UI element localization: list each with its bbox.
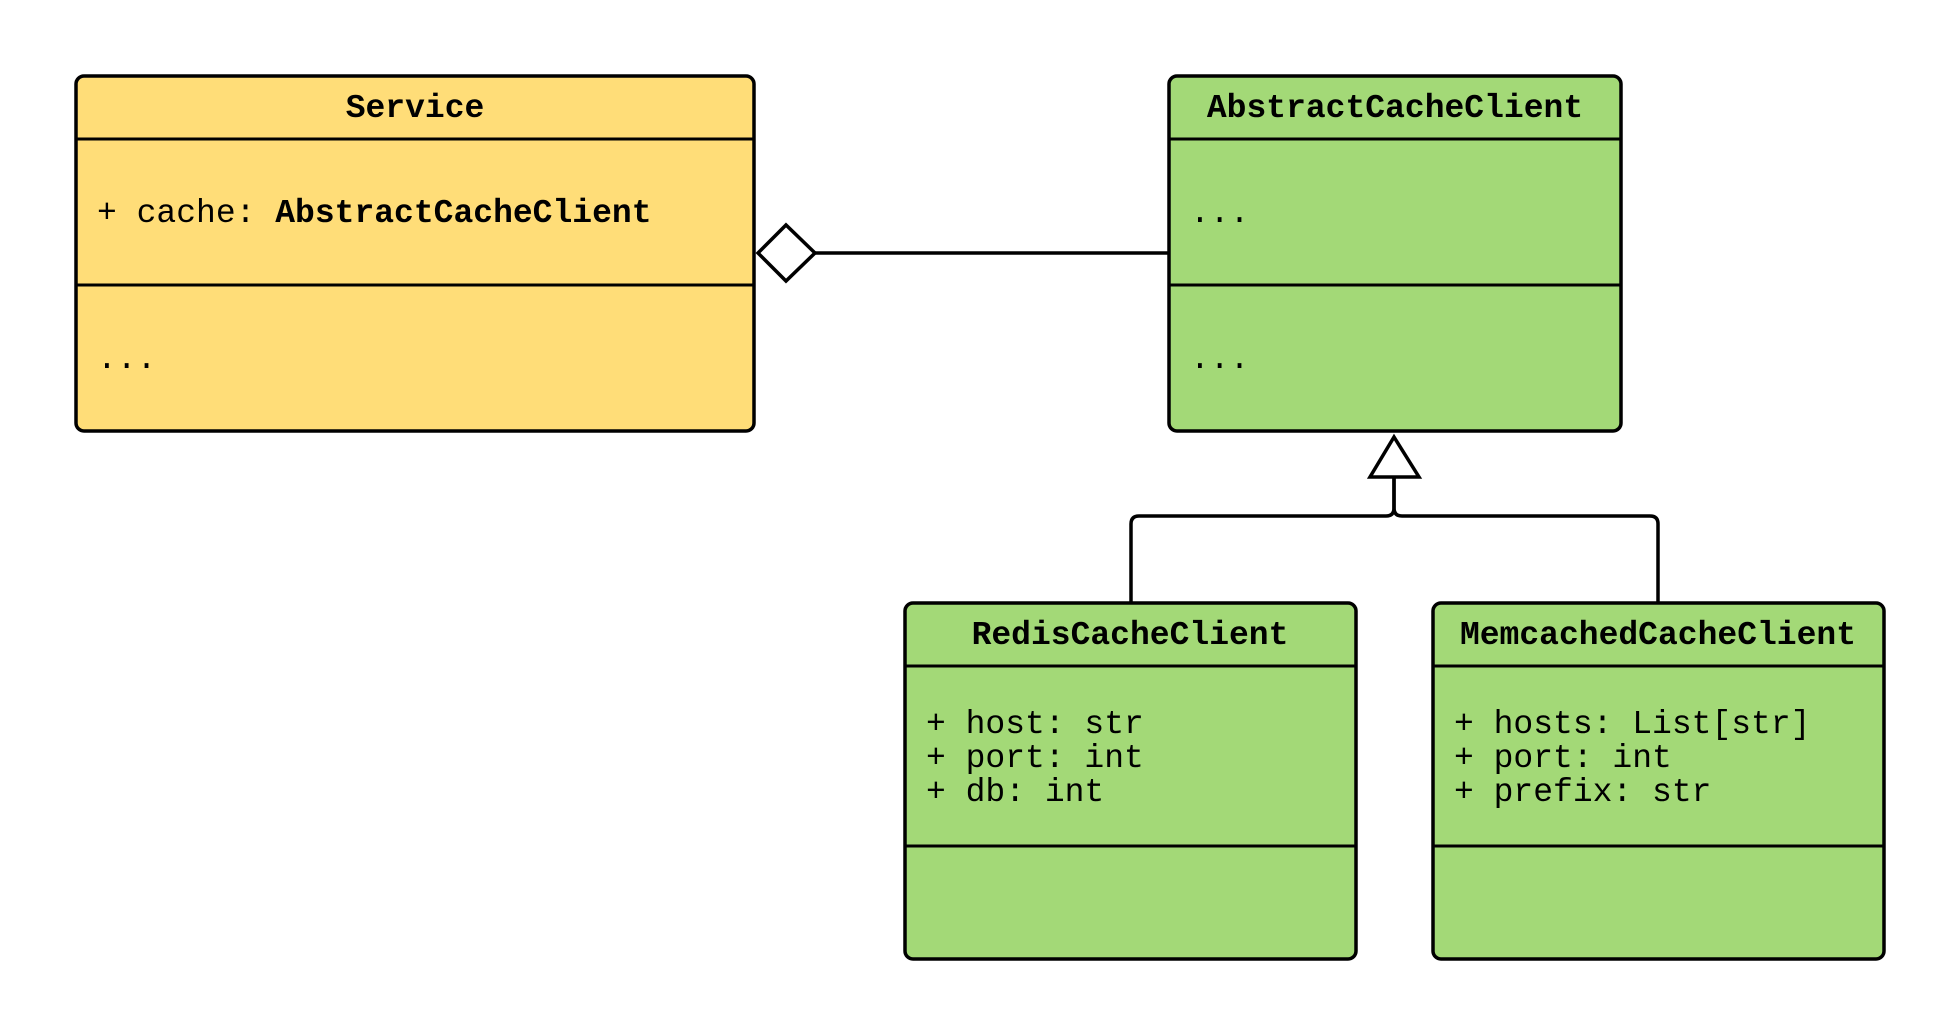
attribute: + cache: AbstractCacheClient (97, 195, 652, 232)
attribute: + host: str (926, 706, 1144, 743)
attribute: + port: int (1454, 740, 1672, 777)
class-name: AbstractCacheClient (1207, 90, 1583, 127)
attribute: + port: int (926, 740, 1144, 777)
methods: ... (1190, 341, 1249, 378)
class-box (903, 601, 1358, 961)
class-redis-cache-client[interactable]: RedisCacheClient + host: str + port: int… (903, 601, 1358, 961)
class-service[interactable]: Service + cache: AbstractCacheClient ... (74, 74, 756, 433)
inheritance-triangle-icon (1366, 433, 1423, 479)
methods: ... (97, 341, 156, 378)
attribute: + prefix: str (1454, 774, 1711, 811)
class-name: MemcachedCacheClient (1460, 617, 1856, 654)
aggregation-diamond-icon (755, 222, 818, 284)
class-memcached-cache-client[interactable]: MemcachedCacheClient + hosts: List[str] … (1431, 601, 1886, 961)
class-box (74, 74, 756, 433)
attribute: + hosts: List[str] (1454, 706, 1810, 743)
aggregation-connector (755, 222, 1169, 284)
generalization-connector (1129, 433, 1660, 602)
class-name: RedisCacheClient (972, 617, 1289, 654)
class-box (1431, 601, 1886, 961)
class-name: Service (346, 90, 485, 127)
class-abstract-cache-client[interactable]: AbstractCacheClient ... ... (1167, 74, 1623, 433)
attributes: ... (1190, 195, 1249, 232)
attribute: + db: int (926, 774, 1104, 811)
